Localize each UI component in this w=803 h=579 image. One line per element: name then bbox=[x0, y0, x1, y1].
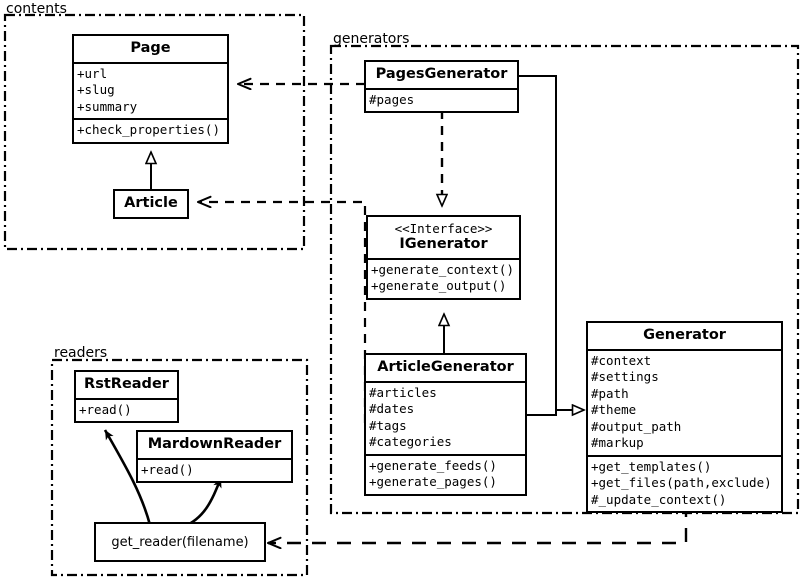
attribute-summary: +summary bbox=[77, 98, 138, 114]
class-box-generator[interactable]: Generator #context #settings #path #them… bbox=[586, 321, 783, 514]
method-check-properties: +check_properties() bbox=[77, 122, 220, 138]
attribute-context: #context bbox=[591, 352, 652, 368]
function-label-get-reader: get_reader(filename) bbox=[111, 534, 249, 550]
class-methods-markdownreader: +read() bbox=[138, 457, 291, 482]
method-get-files: +get_files(path,exclude) bbox=[591, 475, 772, 491]
method-generate-pages: +generate_pages() bbox=[369, 474, 497, 490]
class-attributes-articlegenerator: #articles #dates #tags #categories bbox=[366, 380, 525, 454]
function-box-get-reader[interactable]: get_reader(filename) bbox=[94, 522, 266, 562]
attribute-url: +url bbox=[77, 65, 108, 81]
class-methods-rstreader: +read() bbox=[76, 397, 177, 422]
relation-articlegenerator-uses-article bbox=[198, 202, 367, 423]
class-attributes-page: +url +slug +summary bbox=[74, 61, 227, 119]
attribute-path: #path bbox=[591, 385, 629, 401]
class-name-articlegenerator: ArticleGenerator bbox=[377, 359, 514, 375]
attribute-settings: #settings bbox=[591, 369, 659, 385]
method-generate-output: +generate_output() bbox=[371, 278, 507, 294]
class-name-rstreader: RstReader bbox=[84, 376, 169, 392]
attribute-dates: #dates bbox=[369, 401, 415, 417]
class-box-article[interactable]: Article bbox=[113, 189, 189, 219]
class-stereotype-igenerator: <<Interface>> bbox=[394, 221, 493, 236]
class-name-igenerator-text: IGenerator bbox=[399, 236, 488, 252]
package-label-readers: readers bbox=[54, 345, 108, 361]
class-name-igenerator: <<Interface>> IGenerator bbox=[368, 217, 519, 258]
class-methods-page: +check_properties() bbox=[74, 118, 227, 142]
attribute-pages: #pages bbox=[369, 91, 415, 107]
class-name-markdownreader: MardownReader bbox=[147, 436, 282, 452]
class-name-page: Page bbox=[130, 40, 171, 56]
package-label-contents: contents bbox=[6, 1, 67, 17]
attribute-tags: #tags bbox=[369, 417, 407, 433]
method-generate-feeds: +generate_feeds() bbox=[369, 457, 497, 473]
class-name-pagesgenerator: PagesGenerator bbox=[375, 66, 508, 82]
class-box-markdownreader[interactable]: MardownReader +read() bbox=[136, 430, 293, 484]
relation-getreader-creates-markdownreader bbox=[182, 477, 223, 529]
method-update-context: #_update_context() bbox=[591, 491, 727, 507]
class-box-page[interactable]: Page +url +slug +summary +check_properti… bbox=[72, 34, 229, 144]
class-name-generator: Generator bbox=[643, 327, 726, 343]
class-attributes-pagesgenerator: #pages bbox=[366, 87, 517, 112]
class-box-pagesgenerator[interactable]: PagesGenerator #pages bbox=[364, 60, 519, 114]
package-label-generators: generators bbox=[333, 31, 410, 47]
relation-articlegenerator-extends-generator bbox=[527, 410, 584, 415]
class-attributes-generator: #context #settings #path #theme #output_… bbox=[588, 348, 781, 455]
class-methods-articlegenerator: +generate_feeds() +generate_pages() bbox=[366, 453, 525, 494]
class-methods-generator: +get_templates() +get_files(path,exclude… bbox=[588, 454, 781, 512]
attribute-markup: #markup bbox=[591, 435, 644, 451]
method-get-templates: +get_templates() bbox=[591, 458, 712, 474]
attribute-slug: +slug bbox=[77, 82, 115, 98]
method-generate-context: +generate_context() bbox=[371, 261, 514, 277]
attribute-theme: #theme bbox=[591, 402, 637, 418]
class-box-igenerator[interactable]: <<Interface>> IGenerator +generate_conte… bbox=[366, 215, 521, 300]
class-box-articlegenerator[interactable]: ArticleGenerator #articles #dates #tags … bbox=[364, 353, 527, 496]
class-name-article: Article bbox=[124, 195, 178, 211]
class-box-rstreader[interactable]: RstReader +read() bbox=[74, 370, 179, 424]
class-methods-igenerator: +generate_context() +generate_output() bbox=[368, 257, 519, 298]
attribute-categories: #categories bbox=[369, 434, 452, 450]
method-read-rstreader: +read() bbox=[79, 401, 132, 417]
method-read-markdownreader: +read() bbox=[141, 461, 194, 477]
attribute-articles: #articles bbox=[369, 384, 437, 400]
attribute-output-path: #output_path bbox=[591, 418, 682, 434]
